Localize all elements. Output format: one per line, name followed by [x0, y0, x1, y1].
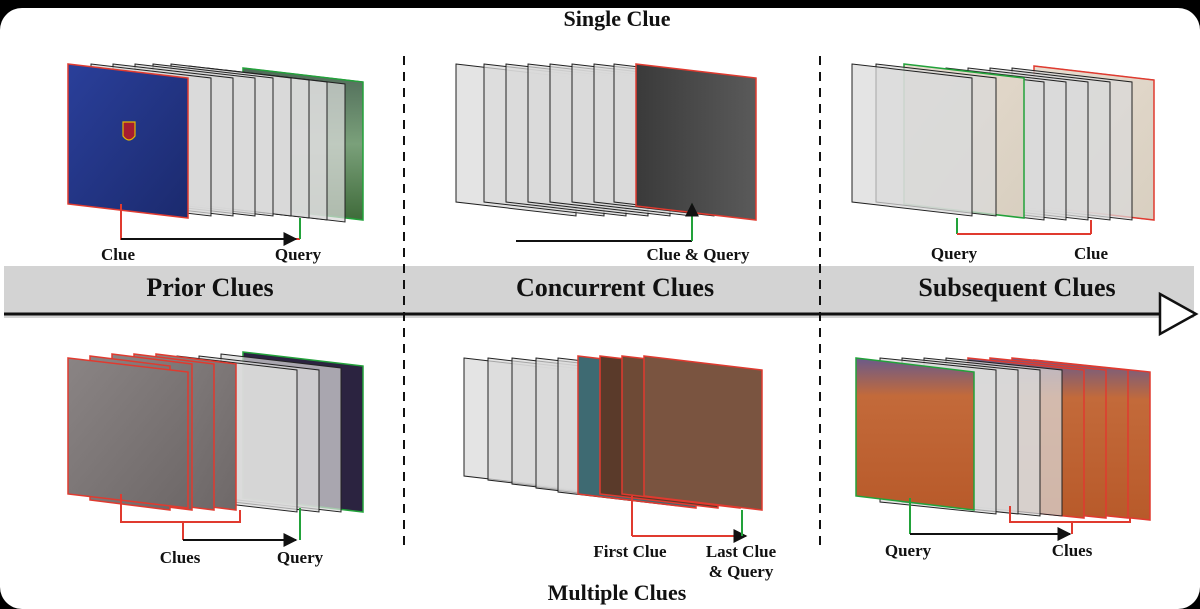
timeline-arrow [4, 291, 1199, 337]
clue-frame [67, 357, 189, 509]
clue-label: Clue [101, 245, 135, 264]
panel-multi-prior: Clues Query [67, 351, 364, 567]
query-label: Query [277, 548, 324, 567]
clues-label: Clues [160, 548, 201, 567]
single-clue-title: Single Clue [564, 8, 671, 31]
clues-label: Clues [1052, 541, 1093, 560]
query-label: Query [275, 245, 322, 264]
multiple-clues-title: Multiple Clues [548, 580, 687, 605]
clue-frame [67, 63, 189, 219]
frame [851, 63, 973, 217]
panel-multi-concurrent: First Clue Last Clue & Query [463, 355, 777, 581]
clues-bracket [1009, 506, 1131, 523]
first-clue-label: First Clue [593, 542, 667, 561]
query-label: Query [931, 244, 978, 263]
frame-stack [67, 63, 364, 223]
band-label-prior: Prior Clues [146, 273, 273, 302]
clue-label: Clue [1074, 244, 1108, 263]
figure-canvas: Single Clue Multiple Clues Prior Clues C… [0, 8, 1200, 609]
and-query-label: & Query [709, 562, 774, 581]
last-clue-frame [643, 355, 763, 511]
frame-stack [67, 351, 364, 513]
panel-single-subsequent: Query Clue [851, 63, 1155, 263]
query-frame [855, 357, 975, 511]
clues-bracket [120, 494, 241, 523]
clue-query-frame [635, 63, 757, 221]
frame-stack [455, 63, 757, 221]
clue-query-label: Clue & Query [647, 245, 750, 264]
band-label-concurrent: Concurrent Clues [516, 273, 714, 302]
panel-single-concurrent: Clue & Query [455, 63, 757, 264]
frame-stack [855, 357, 1151, 521]
crest-icon [122, 121, 136, 141]
frame-stack [463, 355, 763, 511]
timeline-band [4, 266, 1194, 318]
diagram-svg: Single Clue Multiple Clues Prior Clues C… [4, 8, 1199, 605]
query-label: Query [885, 541, 932, 560]
frame-stack [851, 63, 1155, 221]
panel-single-prior: Clue Query [67, 63, 364, 264]
band-label-subsequent: Subsequent Clues [918, 273, 1115, 302]
last-clue-label: Last Clue [706, 542, 777, 561]
panel-multi-subsequent: Query Clues [855, 357, 1151, 560]
